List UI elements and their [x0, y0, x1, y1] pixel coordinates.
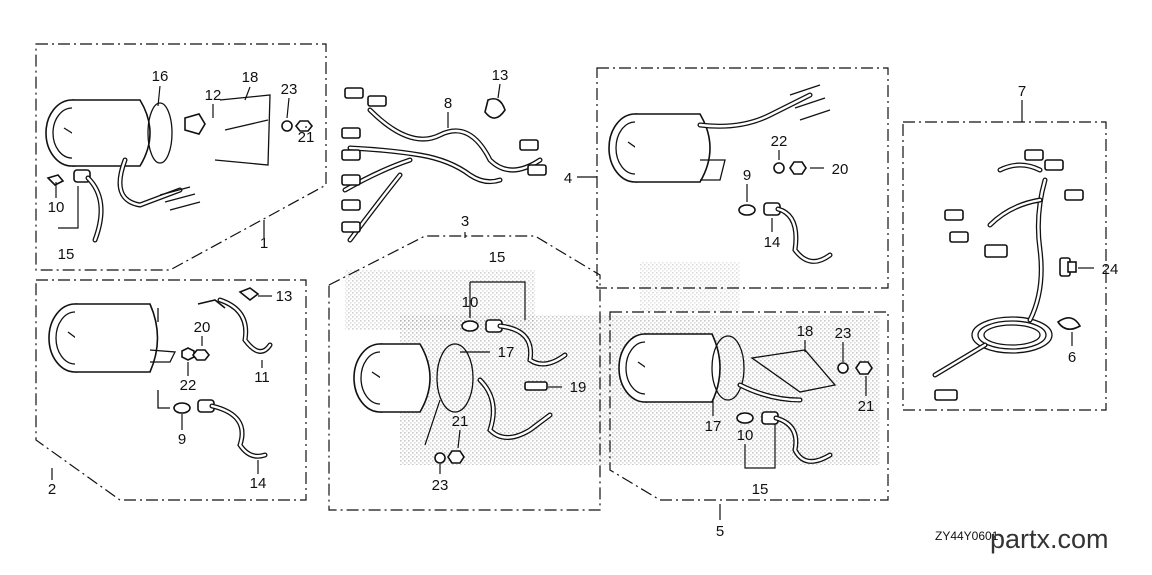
g1-callout-18: 18	[242, 69, 259, 86]
frame-group-1	[35, 43, 327, 271]
wire-harness-8	[341, 87, 547, 243]
group-frames	[35, 43, 1107, 511]
callout-2: 2	[48, 481, 56, 498]
callout-4: 4	[564, 170, 572, 187]
frame-group-7	[902, 121, 1107, 411]
g1-callout-23: 23	[281, 81, 298, 98]
partx-watermark: partx.com	[990, 524, 1109, 554]
g5-callout-23: 23	[835, 325, 852, 342]
callouts-group-4	[577, 150, 824, 232]
gauge-assembly-1	[45, 94, 314, 243]
callout-24: 24	[1102, 261, 1119, 278]
g3-callout-19: 19	[570, 379, 587, 396]
callout-7: 7	[1018, 83, 1026, 100]
callout-5: 5	[716, 523, 724, 540]
g2-callout-22: 22	[180, 377, 197, 394]
harness-callout-13: 13	[492, 67, 509, 84]
frame-group-4	[596, 67, 889, 289]
g5-callout-18: 18	[797, 323, 814, 340]
callouts-group-5	[712, 340, 867, 520]
wire-harness-7	[932, 149, 1084, 401]
g4-callout-20: 20	[832, 161, 849, 178]
g1-callout-12: 12	[205, 87, 222, 104]
gauge-assembly-3	[353, 319, 568, 464]
diagram-code: ZY44Y0601	[935, 529, 999, 543]
frame-group-5	[609, 311, 889, 501]
gauge-assembly-4	[608, 84, 833, 264]
g5-callout-17: 17	[705, 418, 722, 435]
callout-3: 3	[461, 213, 469, 230]
callout-1: 1	[260, 235, 268, 252]
g2-callout-13: 13	[276, 288, 293, 305]
frame-group-3	[328, 235, 601, 511]
g3-callout-23: 23	[432, 477, 449, 494]
g2-callout-9: 9	[178, 431, 186, 448]
g1-callout-10: 10	[48, 199, 65, 216]
g5-callout-15: 15	[752, 481, 769, 498]
g3-callout-21: 21	[452, 413, 469, 430]
g4-callout-22: 22	[771, 133, 788, 150]
callouts-group-3	[424, 232, 562, 474]
frame-group-2	[35, 279, 307, 501]
g1-callout-21: 21	[298, 129, 315, 146]
g2-callout-14: 14	[250, 475, 267, 492]
callouts-group-7	[1021, 100, 1094, 346]
callout-11: 11	[254, 369, 270, 386]
g1-callout-16: 16	[152, 68, 169, 85]
callout-6: 6	[1068, 349, 1076, 366]
g1-callout-15: 15	[58, 246, 75, 263]
callout-8: 8	[444, 95, 452, 112]
callouts-harness	[447, 83, 501, 128]
g2-callout-20: 20	[194, 319, 211, 336]
g4-callout-14: 14	[764, 234, 781, 251]
g3-callout-15: 15	[489, 249, 506, 266]
callouts-group-1	[55, 85, 307, 238]
g3-callout-10: 10	[462, 294, 479, 311]
g5-callout-10: 10	[737, 427, 754, 444]
gauge-assembly-5	[618, 333, 873, 464]
callout-labels: 1 2 3 4 5 6 7 8 11 24 16 18 12 23 21 10 …	[48, 67, 1119, 554]
g3-callout-17: 17	[498, 344, 515, 361]
g5-callout-21: 21	[858, 398, 875, 415]
g4-callout-9: 9	[743, 167, 751, 184]
gauge-assembly-2	[48, 287, 273, 459]
callouts-group-2	[51, 295, 272, 480]
